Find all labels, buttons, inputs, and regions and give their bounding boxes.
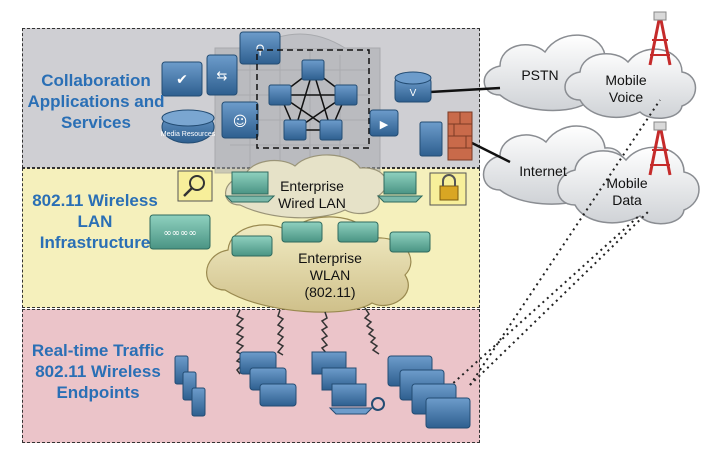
access-point-icon: ∞∞∞∞ xyxy=(149,214,211,250)
magnifier-icon xyxy=(177,170,213,202)
svg-text:▶: ▶ xyxy=(380,118,389,131)
wlc-icon xyxy=(376,171,424,203)
server-cluster-icon xyxy=(256,49,370,149)
pstn-label: PSTN xyxy=(521,67,559,83)
lock-icon xyxy=(429,172,467,206)
tablet-icon xyxy=(387,355,471,429)
svg-text:☺: ☺ xyxy=(233,114,248,130)
wireless-infrastructure-label: 802.11 Wireless LAN Infrastructure xyxy=(32,191,158,252)
mobile-data-cloud xyxy=(557,146,700,225)
cell-tower-icon xyxy=(648,11,672,66)
svg-text:∞∞∞∞: ∞∞∞∞ xyxy=(163,228,196,239)
svg-text:⇆: ⇆ xyxy=(217,69,228,84)
collab-servers-left: ✔ ⇆ ⚲ ☺ xyxy=(161,31,281,139)
cell-tower-icon xyxy=(648,121,672,176)
firewall-icon xyxy=(447,111,473,161)
endpoints-layer-label: Real-time Traffic 802.11 Wireless Endpoi… xyxy=(31,341,165,402)
internet-label: Internet xyxy=(519,163,567,179)
access-point-icon xyxy=(231,221,431,257)
mobile-voice-cloud xyxy=(564,48,697,119)
enterprise-wlan-label: Enterprise WLAN (802.11) xyxy=(298,250,362,300)
media-resources-label: Media Resources xyxy=(161,131,216,138)
desk-phone-icon xyxy=(239,351,297,407)
phone-icon xyxy=(174,355,206,417)
laptop-icon xyxy=(224,171,276,203)
switch-icon xyxy=(419,121,443,157)
collaboration-layer-label: Collaboration Applications and Services xyxy=(27,71,165,132)
svg-text:V: V xyxy=(410,88,417,99)
mobile-voice-label: Mobile Voice xyxy=(605,72,647,105)
video-gateway-icon: ▶ xyxy=(369,109,399,137)
laptop-icon xyxy=(311,351,385,415)
media-resources-icon xyxy=(161,109,215,144)
router-icon: V xyxy=(394,71,432,103)
mobile-data-label: Mobile Data xyxy=(606,175,648,208)
svg-text:✔: ✔ xyxy=(176,72,188,88)
enterprise-wired-label: Enterprise Wired LAN xyxy=(278,178,346,211)
wan-links xyxy=(429,86,511,164)
